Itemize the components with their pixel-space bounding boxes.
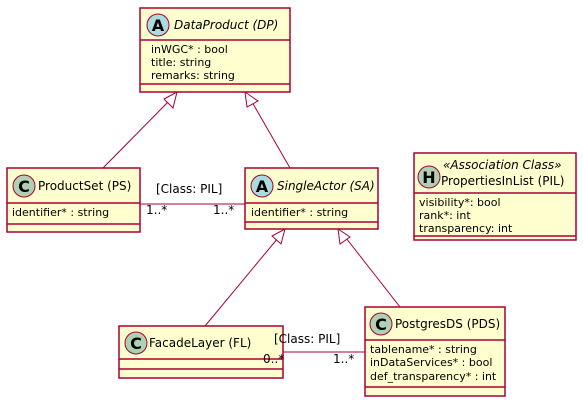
attribute: inDataServices* : bool xyxy=(370,356,492,369)
multiplicity-right: 1..* xyxy=(333,352,354,366)
attribute: tablename* : string xyxy=(370,343,477,356)
abstract-class-icon xyxy=(146,13,170,37)
inheritance-arrowhead xyxy=(337,227,351,245)
attribute: def_transparency* : int xyxy=(370,370,497,383)
multiplicity-left: 0..* xyxy=(263,352,284,366)
class-kind-glyph: C xyxy=(130,334,142,353)
class-productset[interactable]: C ProductSet (PS) identifier* : string xyxy=(6,167,141,233)
inheritance-arrowhead xyxy=(163,91,178,109)
class-name: PostgresDS (PDS) xyxy=(395,317,500,331)
generalization-sa-dp xyxy=(244,90,291,169)
attribute: inWGC* : bool xyxy=(151,43,228,56)
class-name: ProductSet (PS) xyxy=(38,179,131,193)
multiplicity-left: 1..* xyxy=(146,203,167,217)
class-kind-glyph: H xyxy=(422,168,435,187)
class-propertiesinlist[interactable]: H «Association Class» PropertiesInList (… xyxy=(413,152,577,241)
class-name: FacadeLayer (FL) xyxy=(149,336,251,350)
association-class-icon xyxy=(417,165,441,189)
association-label: [Class: PIL] xyxy=(274,332,340,346)
generalization-ps-dp xyxy=(102,91,178,169)
generalization-pds-sa xyxy=(337,227,401,308)
attribute: visibility*: bool xyxy=(419,196,501,209)
class-singleactor[interactable]: A SingleActor (SA) identifier* : string xyxy=(244,167,379,230)
class-kind-glyph: C xyxy=(375,315,387,334)
class-kind-glyph: C xyxy=(18,177,30,196)
multiplicity-right: 1..* xyxy=(213,203,234,217)
abstract-class-icon xyxy=(250,174,274,198)
association-label: [Class: PIL] xyxy=(156,182,222,196)
inheritance-arrowhead xyxy=(271,228,286,245)
class-icon xyxy=(12,174,36,198)
class-postgresds[interactable]: C PostgresDS (PDS) tablename* : string i… xyxy=(364,306,506,397)
class-kind-glyph: A xyxy=(256,177,269,196)
class-name: SingleActor (SA) xyxy=(277,179,375,193)
attribute: title: string xyxy=(151,56,211,69)
attribute: transparency: int xyxy=(419,222,513,235)
class-name: DataProduct (DP) xyxy=(174,18,278,32)
attribute: identifier* : string xyxy=(12,206,109,219)
class-icon xyxy=(369,312,393,336)
generalization-fl-sa xyxy=(204,228,286,327)
attribute: identifier* : string xyxy=(251,206,348,219)
attribute: rank*: int xyxy=(419,209,471,222)
class-dataproduct[interactable]: A DataProduct (DP) inWGC* : bool title: … xyxy=(139,7,291,93)
class-name: PropertiesInList (PIL) xyxy=(441,174,564,188)
class-icon xyxy=(124,331,148,355)
class-stereotype: «Association Class» xyxy=(443,158,562,172)
class-kind-glyph: A xyxy=(152,16,165,35)
attribute: remarks: string xyxy=(151,69,235,82)
class-facadelayer[interactable]: C FacadeLayer (FL) xyxy=(118,325,284,379)
inheritance-arrowhead xyxy=(244,90,259,108)
